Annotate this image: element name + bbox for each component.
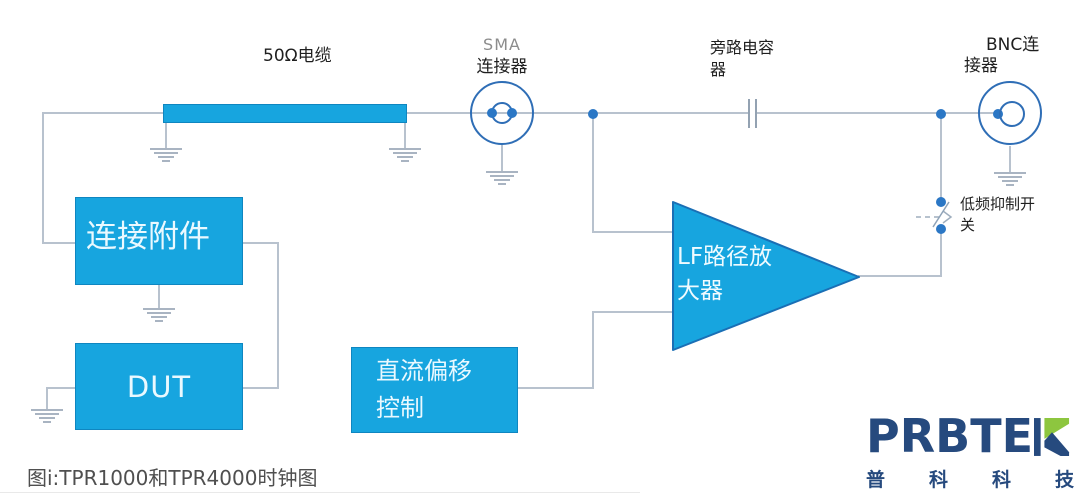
wire <box>46 387 48 409</box>
ground-icon <box>30 409 64 425</box>
logo-k-icon <box>1034 417 1070 456</box>
wire <box>757 112 999 114</box>
ground-icon <box>993 172 1027 188</box>
lf-amplifier-triangle <box>672 201 860 351</box>
switch-contact-dot <box>936 197 946 207</box>
bnc-inner-ring <box>999 101 1025 127</box>
cable-label: 50Ω电缆 <box>263 46 332 66</box>
logo-brand-row: PRBTE <box>866 413 1074 459</box>
junction-dot <box>936 109 946 119</box>
junction-dot <box>588 109 598 119</box>
lf-switch-label: 低频抑制开 关 <box>960 195 1036 234</box>
sma-pin-dot <box>487 108 497 118</box>
capacitor-plate <box>748 99 750 128</box>
switch-contact-dot <box>936 224 946 234</box>
wire <box>592 312 594 389</box>
wire <box>592 114 594 233</box>
dc-offset-label: 直流偏移 控制 <box>376 357 472 422</box>
lf-reject-switch-icon <box>916 201 953 228</box>
wire <box>592 311 674 313</box>
wire <box>243 387 279 389</box>
wire <box>940 114 942 203</box>
wire <box>501 145 503 171</box>
bypass-capacitor-label: 旁路电容 器 <box>710 38 775 79</box>
dut-label: DUT <box>126 369 192 404</box>
wire <box>404 123 406 148</box>
ground-icon <box>149 148 183 164</box>
capacitor-plate <box>755 99 757 128</box>
sma-pin-dot <box>507 108 517 118</box>
logo-chinese-text: 普科科技 <box>866 469 1074 491</box>
dut-block: DUT <box>75 343 243 430</box>
wire <box>277 242 279 389</box>
connection-accessory-label: 连接附件 <box>86 218 210 255</box>
wire <box>940 232 942 277</box>
wire <box>243 242 279 244</box>
wire <box>42 112 44 244</box>
sma-sublabel: 连接器 <box>476 57 528 77</box>
wire <box>158 285 160 308</box>
wire <box>1009 146 1011 172</box>
logo-brand-text: PRBTE <box>866 409 1033 463</box>
figure-caption: 图i:TPR1000和TPR4000时钟图 <box>27 466 318 490</box>
bnc-connector-icon <box>978 81 1042 145</box>
bnc-label: BNC连 接器 <box>964 35 1040 76</box>
ground-icon <box>388 148 422 164</box>
wire <box>592 231 674 233</box>
wire <box>46 387 76 389</box>
coax-cable-bar <box>163 104 407 123</box>
sma-connector-icon <box>470 81 534 145</box>
lf-amplifier-label: LF路径放 大器 <box>677 244 773 304</box>
connection-accessory-block: 连接附件 <box>75 197 243 285</box>
wire <box>518 387 594 389</box>
wire <box>165 123 167 148</box>
ground-icon <box>142 308 176 324</box>
wire <box>42 242 76 244</box>
divider-line <box>0 492 640 493</box>
wire <box>858 275 942 277</box>
dc-offset-block: 直流偏移 控制 <box>351 347 518 433</box>
sma-label: SMA <box>483 35 521 54</box>
ground-icon <box>485 171 519 187</box>
prbtek-logo: PRBTE 普科科技 <box>866 413 1074 492</box>
